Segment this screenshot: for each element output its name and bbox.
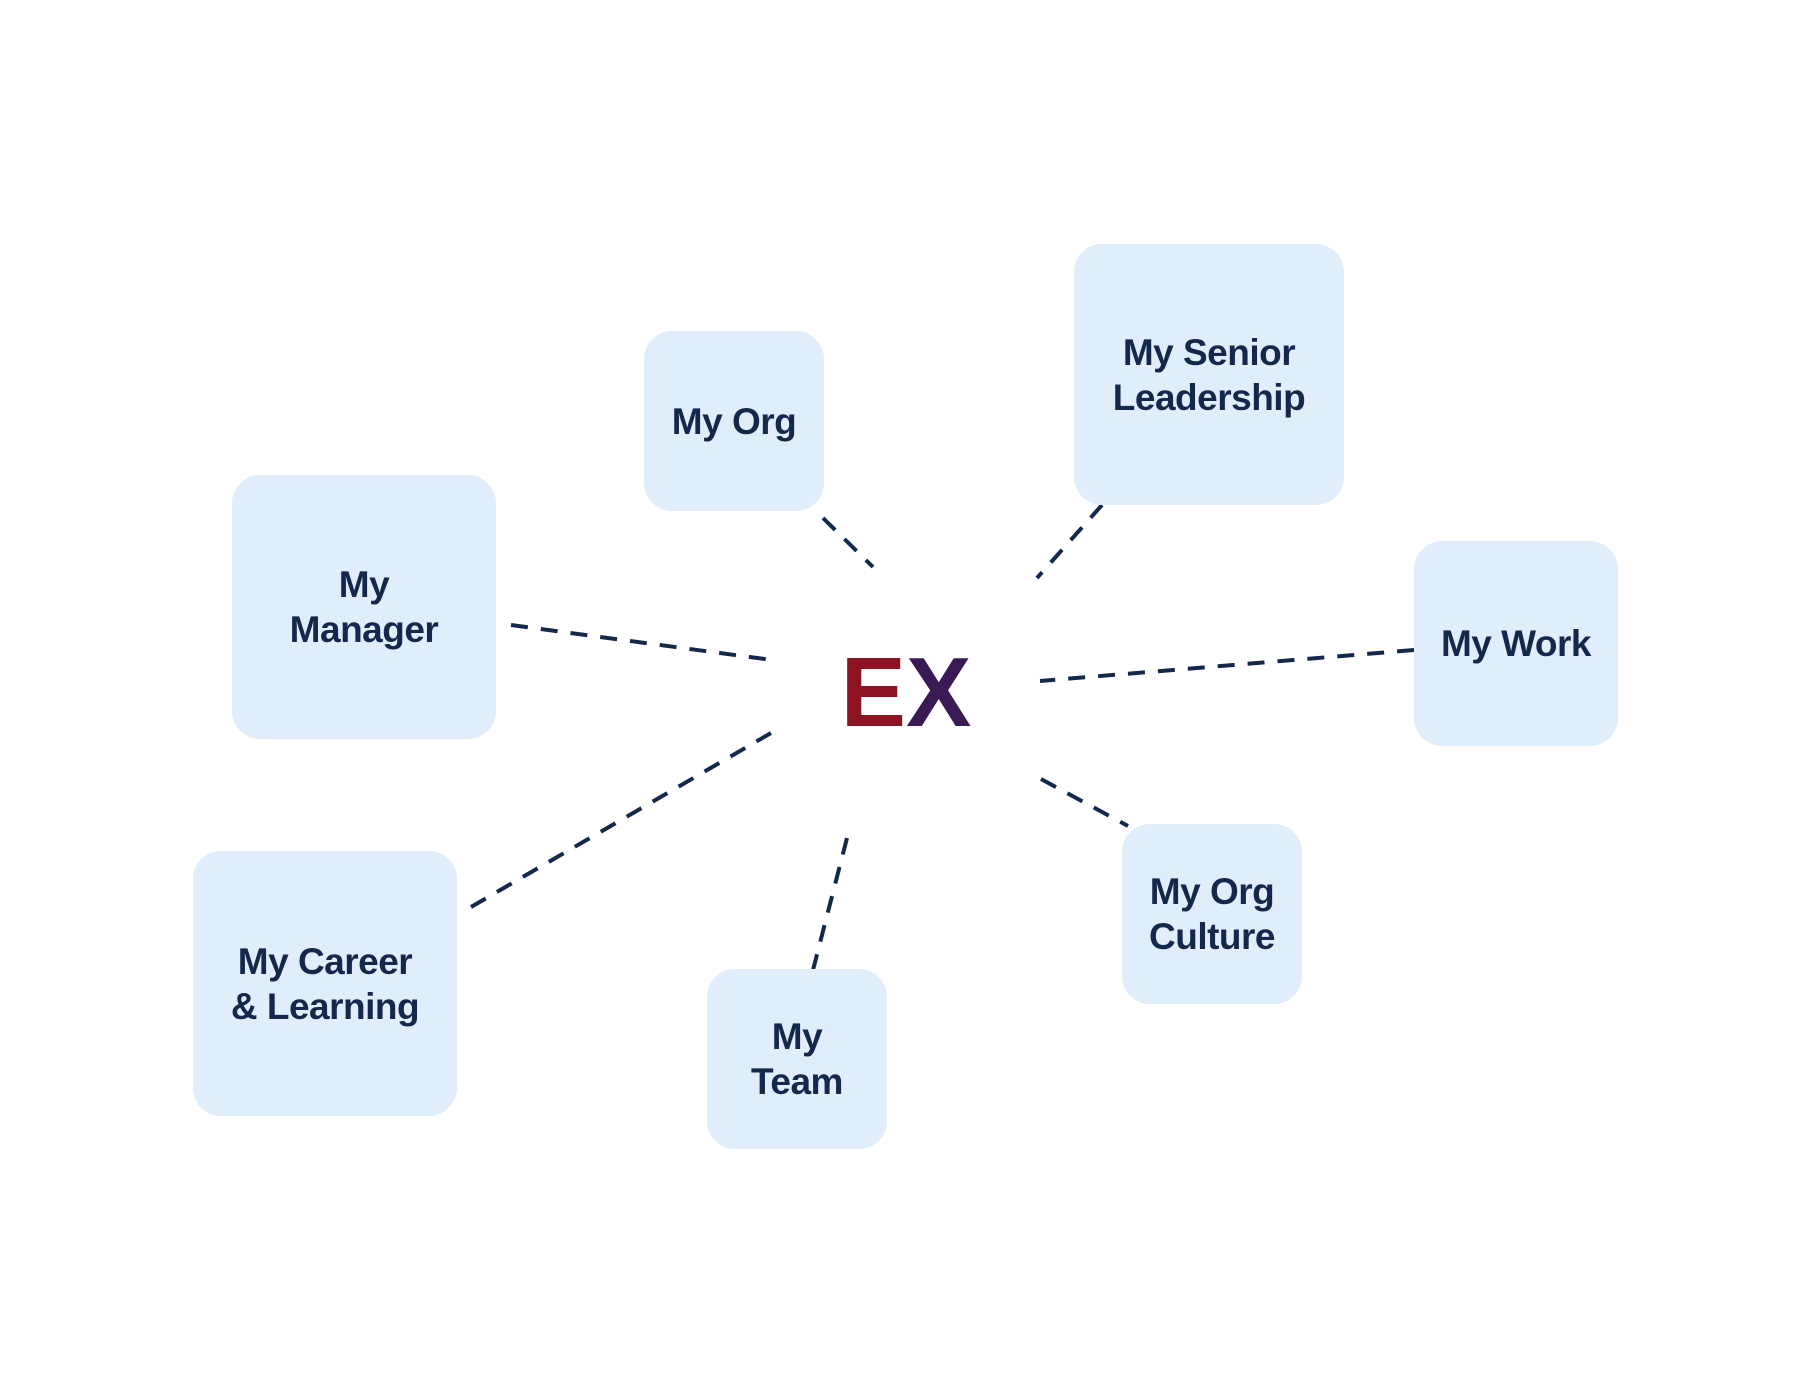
node-my-org-label: My Org	[671, 400, 797, 442]
node-my-org: My Org	[644, 331, 824, 511]
node-my-manager: My Manager	[232, 475, 496, 739]
node-my-senior-leadership: My Senior Leadership	[1074, 244, 1344, 505]
connector-team	[811, 837, 849, 971]
center-letter-x: X	[906, 637, 972, 747]
node-my-career-learning-label: My Career & Learning	[230, 940, 420, 1027]
node-my-manager-label: My Manager	[289, 564, 439, 650]
node-my-team-label: My Team	[751, 1016, 843, 1102]
node-my-senior-leadership-label: My Senior Leadership	[1112, 331, 1306, 418]
node-my-org-culture-label: My Org Culture	[1149, 871, 1276, 957]
connector-manager	[510, 623, 773, 662]
connector-org-culture	[1040, 777, 1129, 828]
node-my-career-learning: My Career & Learning	[193, 851, 457, 1116]
node-my-org-culture: My Org Culture	[1122, 824, 1302, 1004]
connector-senior-leadership	[1035, 503, 1104, 580]
connector-my-org	[821, 516, 875, 569]
node-my-work: My Work	[1414, 541, 1618, 746]
connector-career	[469, 731, 773, 909]
node-my-team: My Team	[707, 969, 887, 1149]
node-my-work-label: My Work	[1440, 623, 1592, 664]
center-letter-e: E	[840, 637, 906, 747]
connector-work	[1039, 648, 1415, 683]
